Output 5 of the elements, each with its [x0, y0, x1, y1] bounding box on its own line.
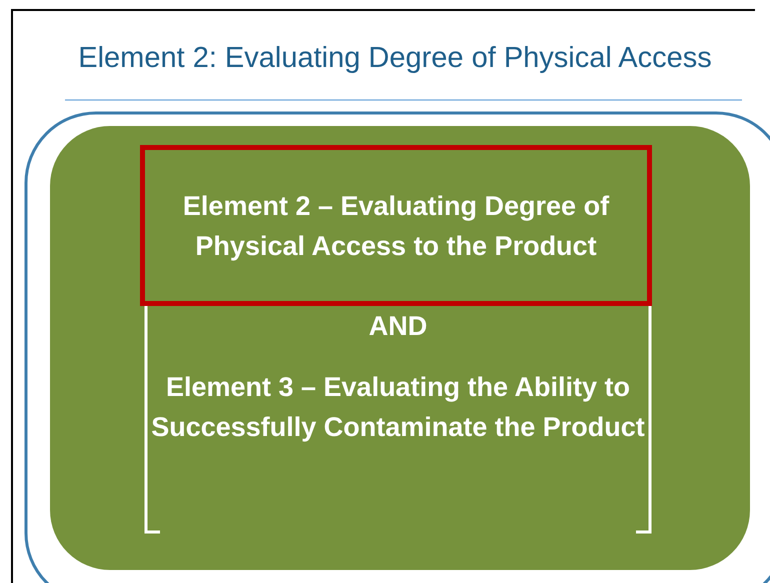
highlight-box: [140, 145, 652, 306]
box-text: Element 2 – Evaluating Degree of Physical Access to the Product: [182, 190, 610, 263]
conjunction-text: AND: [368, 310, 428, 343]
slide-title: Element 2: Evaluating Degree of Physical Access: [77, 42, 713, 75]
element-text: Element 3 – Evaluating the Ability to Successfully Contaminate the Product: [150, 371, 646, 444]
